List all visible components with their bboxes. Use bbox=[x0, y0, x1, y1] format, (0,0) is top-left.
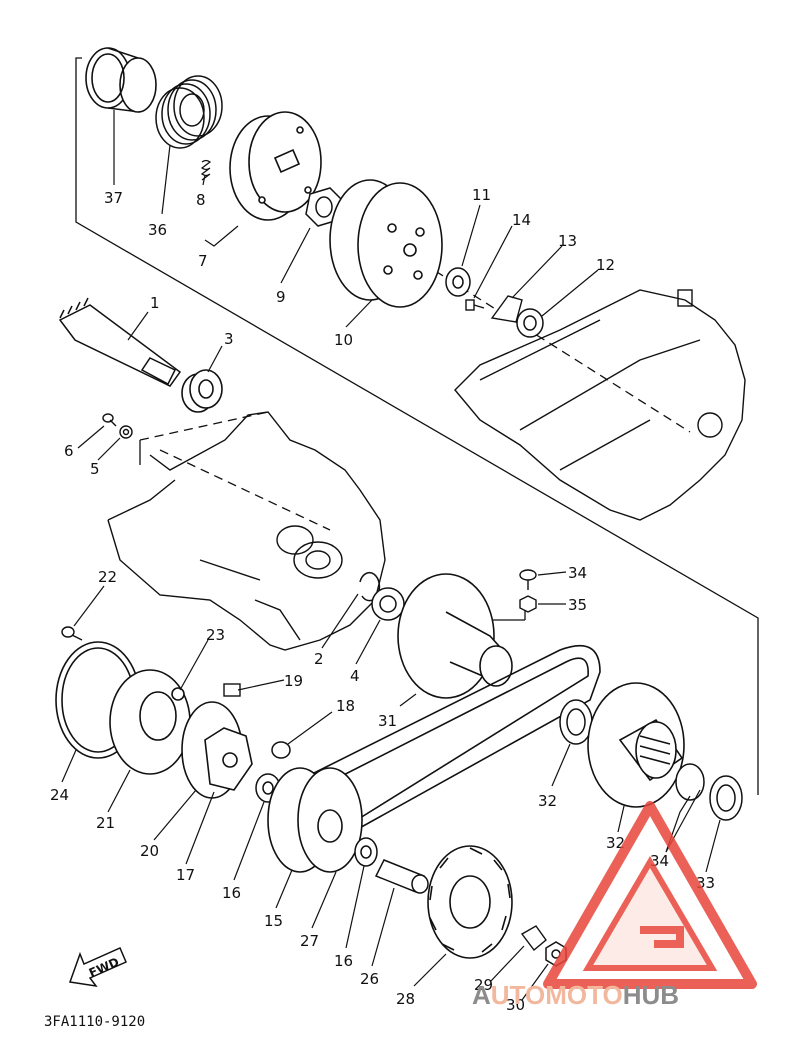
label-6: 6 bbox=[64, 442, 74, 460]
label-7: 7 bbox=[198, 252, 208, 270]
part-1-shaft bbox=[58, 297, 182, 387]
watermark-hub: HUB bbox=[623, 980, 679, 1010]
part-37-clutch-drum bbox=[85, 47, 157, 113]
watermark-uto: UTO bbox=[491, 980, 545, 1010]
drawing-code: 3FA1110-9120 bbox=[44, 1014, 145, 1030]
part-30-sheave bbox=[397, 573, 513, 699]
part-22-bolt bbox=[61, 626, 83, 641]
part-16-collar-b bbox=[354, 837, 378, 867]
fwd-arrow: FWD bbox=[68, 947, 127, 988]
label-26: 27 bbox=[300, 932, 319, 950]
label-2: 2 bbox=[314, 650, 324, 668]
part-17-roller bbox=[271, 741, 291, 759]
part-8-small-spring bbox=[200, 159, 212, 181]
label-35: 35 bbox=[568, 596, 587, 614]
label-32a: 32 bbox=[538, 792, 557, 810]
part-21-cover bbox=[109, 669, 191, 775]
triangle-logo-icon bbox=[543, 801, 757, 989]
label-1: 1 bbox=[150, 294, 160, 312]
label-27: 28 bbox=[396, 990, 415, 1008]
label-13: 13 bbox=[558, 232, 577, 250]
part-6-bolt bbox=[102, 413, 117, 427]
label-29: 30 bbox=[506, 996, 525, 1014]
label-36: 36 bbox=[148, 221, 167, 239]
part-5-washer bbox=[119, 425, 133, 439]
part-25-sleeve bbox=[374, 859, 429, 894]
part-35-nut bbox=[519, 595, 537, 613]
label-3: 3 bbox=[224, 330, 234, 348]
label-25: 26 bbox=[360, 970, 379, 988]
label-14: 14 bbox=[512, 211, 531, 229]
label-17: 18 bbox=[336, 697, 355, 715]
label-21: 21 bbox=[96, 814, 115, 832]
part-36-spring bbox=[155, 75, 223, 149]
part-15-movable-sheave bbox=[267, 767, 363, 873]
label-5: 5 bbox=[90, 460, 100, 478]
label-30: 31 bbox=[378, 712, 397, 730]
label-24: 24 bbox=[50, 786, 69, 804]
label-11: 11 bbox=[472, 186, 491, 204]
part-14-screw bbox=[465, 299, 485, 311]
v-belt bbox=[299, 644, 601, 831]
label-12: 12 bbox=[596, 256, 615, 274]
label-9: 9 bbox=[276, 288, 286, 306]
part-28-washer bbox=[520, 925, 547, 952]
part-33-washer bbox=[675, 763, 705, 801]
part-34-bolt bbox=[519, 569, 537, 590]
label-8: 8 bbox=[196, 191, 206, 209]
part-4-oil-seal bbox=[371, 587, 405, 621]
label-16b: 16 bbox=[334, 952, 353, 970]
crankcase-left bbox=[107, 411, 386, 651]
part-32-seal-b bbox=[709, 775, 743, 821]
label-28: 29 bbox=[474, 976, 493, 994]
assembly-lines bbox=[75, 57, 759, 795]
label-18: 17 bbox=[176, 866, 195, 884]
label-15: 15 bbox=[264, 912, 283, 930]
part-11-bearing bbox=[445, 267, 471, 297]
watermark-logo bbox=[543, 801, 757, 989]
watermark-moto: MOTO bbox=[545, 980, 623, 1010]
label-23: 23 bbox=[206, 626, 225, 644]
label-10: 10 bbox=[334, 331, 353, 349]
label-20: 20 bbox=[140, 842, 159, 860]
part-32-seal-a bbox=[559, 699, 593, 745]
part-2-circlip bbox=[359, 571, 381, 602]
engine-cover-right bbox=[454, 289, 746, 521]
label-37: 37 bbox=[104, 189, 123, 207]
label-19: 19 bbox=[284, 672, 303, 690]
leader-lines bbox=[61, 110, 721, 1001]
part-31-secondary-sheave bbox=[587, 682, 685, 808]
label-4: 4 bbox=[350, 667, 360, 685]
part-19-clip bbox=[223, 683, 241, 697]
label-31: 32 bbox=[606, 834, 625, 852]
label-16a: 16 bbox=[222, 884, 241, 902]
part-12-bearing bbox=[516, 308, 544, 338]
part-7-clutch-carrier bbox=[229, 111, 322, 221]
watermark-text: AUTOMOTOHUB bbox=[472, 980, 679, 1010]
part-labels: 37 36 8 7 9 10 11 14 13 12 1 3 6 5 22 23… bbox=[50, 186, 715, 1014]
part-13-plate bbox=[490, 295, 523, 323]
label-34: 34 bbox=[568, 564, 587, 582]
part-3-bearing bbox=[181, 369, 223, 413]
part-27-fan bbox=[427, 845, 513, 959]
part-18-slider bbox=[204, 727, 253, 791]
part-10-clutch-housing bbox=[329, 179, 443, 308]
label-22: 22 bbox=[98, 568, 117, 586]
watermark-a: A bbox=[472, 980, 491, 1010]
